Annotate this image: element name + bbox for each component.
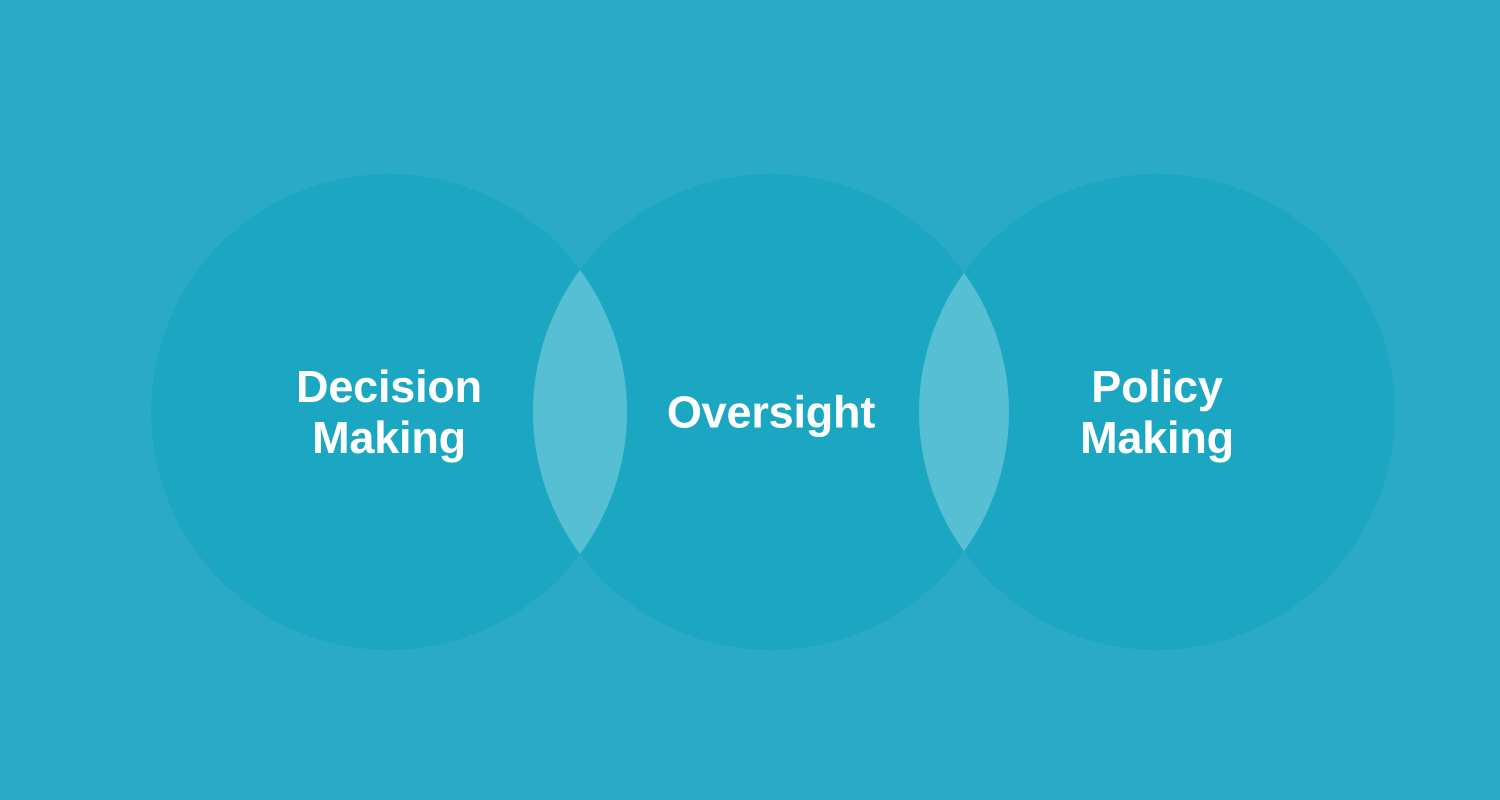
venn-circle-policy-making[interactable] <box>919 174 1395 650</box>
venn-circle-oversight[interactable] <box>533 174 1009 650</box>
venn-circle-decision-making[interactable] <box>151 174 627 650</box>
